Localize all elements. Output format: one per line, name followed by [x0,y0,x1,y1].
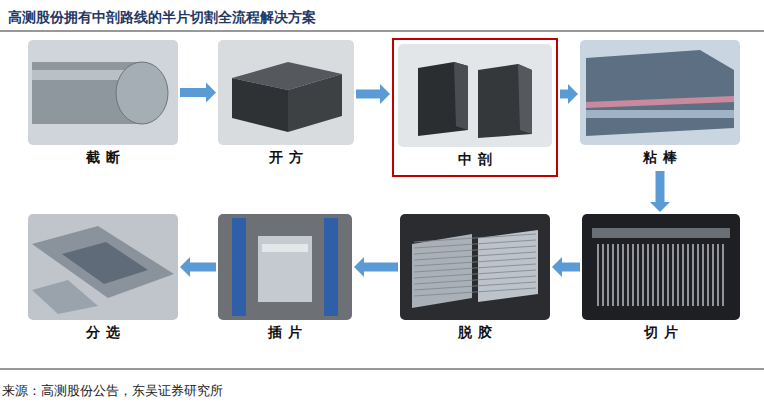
wafer-slice [677,244,679,306]
glued-bar [586,50,734,136]
title: 高测股份拥有中剖路线的半片切割全流程解决方案 [8,9,316,27]
process-step: 插片 [218,214,352,344]
half-block-left [418,62,468,136]
wafer-slice [717,244,719,306]
wafer-slice [722,244,724,306]
step-label: 粘棒 [580,145,740,167]
wafer-slice [667,244,669,306]
step-label: 分选 [28,320,178,342]
wafer-slice [652,244,654,306]
process-photo [400,214,550,320]
wafer-slice [672,244,674,306]
wafer-slice [692,244,694,306]
wafer [262,244,308,252]
wafer-slice [642,244,644,306]
flow-arrow [356,90,380,99]
block-side [288,74,342,132]
bottom-rule [0,369,764,370]
process-photo [582,214,740,320]
title-rule [0,31,764,32]
photo-ground [398,44,552,147]
wafer-slice [707,244,709,306]
machine-rail [324,218,338,316]
process-photo [398,44,552,147]
half-block-edge [454,62,468,130]
process-photo [218,214,352,320]
wafer-slice [687,244,689,306]
wafer-slice [637,244,639,306]
block-front [232,78,288,132]
flow-arrow [364,263,398,272]
wafer-slice [697,244,699,306]
step-label: 切片 [582,320,740,342]
flow-arrow [656,171,665,202]
wafer [62,242,148,284]
photo-ground [218,214,352,320]
process-step: 中剖 [392,38,558,177]
photo-ground [28,214,178,320]
wafer-slice [647,244,649,306]
process-photo [580,40,740,145]
wafer-slice [617,244,619,306]
photo-ground [28,40,178,145]
ingot-end [116,62,168,124]
flow-arrow [562,263,580,272]
process-step: 脱胶 [400,214,550,344]
step-label: 脱胶 [400,320,550,342]
flow-arrow [190,263,216,272]
wafer-cassette [258,236,312,302]
flow-arrow [180,88,206,97]
glue-stripe [586,96,734,108]
step-label: 截断 [28,145,178,167]
process-step: 粘棒 [580,40,740,169]
wafer-slice [602,244,604,306]
process-photo [28,40,178,145]
half-block-right [478,64,532,138]
source-caption: 来源：高测股份公告，东吴证券研究所 [2,382,223,400]
wafer-slice [607,244,609,306]
wafer-slice [627,244,629,306]
process-photo [218,40,354,145]
wafer [32,280,98,314]
wafer-slice [632,244,634,306]
flow-arrow [560,90,568,99]
process-step: 切片 [582,214,740,344]
step-label: 插片 [218,320,352,342]
half-block-edge [518,64,532,134]
wafer-edge [414,288,536,296]
wafer-slice [702,244,704,306]
photo-ground [582,214,740,320]
wafer-slice [662,244,664,306]
process-step: 分选 [28,214,178,344]
wafer-slice [612,244,614,306]
step-label: 开方 [218,145,354,167]
process-step: 开方 [218,40,354,169]
machine-rail [232,218,246,316]
wafer-slice [712,244,714,306]
photo-ground [400,214,550,320]
plate [586,110,734,118]
wafer-slice [597,244,599,306]
photo-ground [218,40,354,145]
wafer-slice [622,244,624,306]
process-photo [28,214,178,320]
wafer-slice [682,244,684,306]
machine-beam [592,228,730,238]
process-step: 截断 [28,40,178,169]
wafer-slice [657,244,659,306]
step-label: 中剖 [398,147,552,169]
photo-ground [580,40,740,145]
